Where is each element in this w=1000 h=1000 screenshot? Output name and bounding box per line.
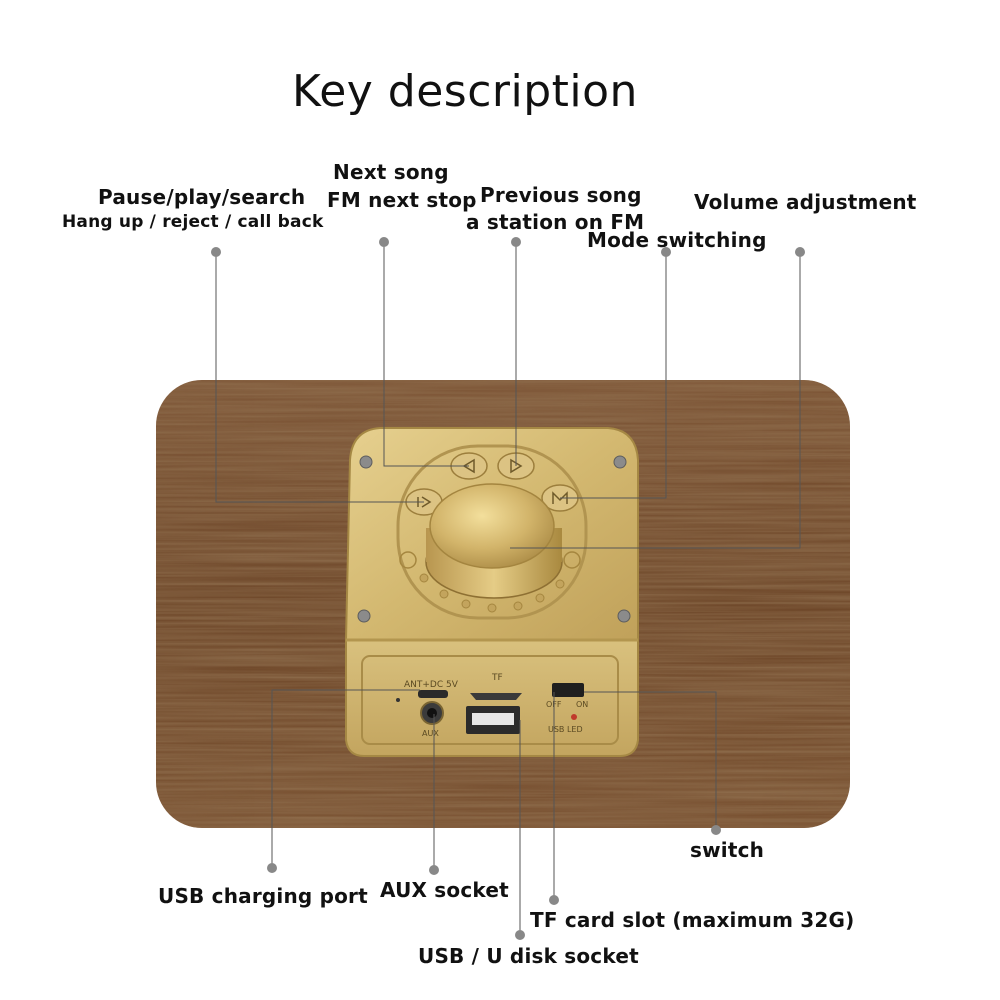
aux-text: AUX bbox=[422, 729, 439, 738]
usb-led-text: USB LED bbox=[548, 725, 583, 734]
label-hang-up: Hang up / reject / call back bbox=[62, 212, 324, 232]
label-usb-charging: USB charging port bbox=[158, 884, 368, 908]
screw-icon bbox=[357, 609, 371, 623]
leader-lines bbox=[215, 242, 801, 935]
led-indicator bbox=[571, 714, 577, 720]
front-ports-panel: ANT+DC 5V TF OFF ON USB LED AUX bbox=[361, 655, 619, 745]
label-usb-disk: USB / U disk socket bbox=[418, 944, 639, 968]
on-text: ON bbox=[576, 700, 588, 709]
label-aux-socket: AUX socket bbox=[380, 878, 509, 902]
tf-card-slot[interactable] bbox=[470, 693, 522, 700]
previous-icon bbox=[462, 458, 475, 474]
label-tf-card: TF card slot (maximum 32G) bbox=[530, 908, 855, 932]
page-title: Key description bbox=[292, 66, 638, 117]
volume-knob[interactable] bbox=[425, 483, 563, 599]
screw-icon bbox=[617, 609, 631, 623]
screw-icon bbox=[613, 455, 627, 469]
tf-text: TF bbox=[491, 673, 503, 683]
label-previous-song: Previous song bbox=[480, 183, 642, 207]
label-volume: Volume adjustment bbox=[694, 190, 917, 214]
label-switch: switch bbox=[690, 838, 765, 862]
label-mode: Mode switching bbox=[587, 228, 767, 252]
mode-m-icon bbox=[552, 491, 568, 504]
leader-dots bbox=[211, 237, 805, 940]
label-fm-next: FM next stop bbox=[327, 188, 477, 212]
label-pause-play: Pause/play/search bbox=[98, 185, 306, 209]
power-switch[interactable] bbox=[552, 683, 584, 697]
ant-dc-text: ANT+DC 5V bbox=[404, 680, 459, 690]
label-fm-station: a station on FM bbox=[466, 210, 645, 234]
label-next-song: Next song bbox=[333, 160, 449, 184]
screw-icon bbox=[359, 455, 373, 469]
usb-charging-port[interactable] bbox=[418, 690, 448, 698]
